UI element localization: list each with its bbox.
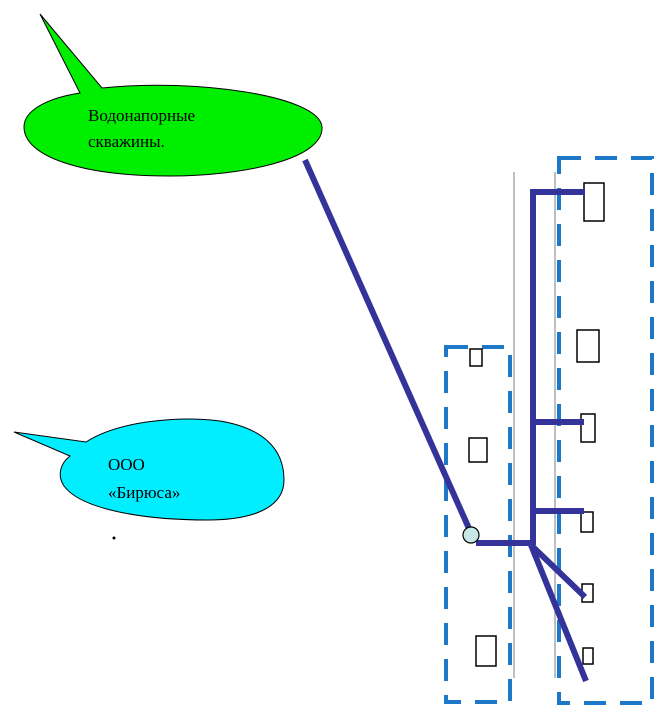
- callout-company: ООО «Бирюса»: [13, 418, 285, 521]
- callout-wells-bubble: [23, 13, 323, 177]
- house-icon: [475, 635, 497, 667]
- house-icon: [582, 647, 594, 665]
- houses-left: [468, 348, 497, 667]
- zone-left: [444, 345, 512, 704]
- houses-right: [576, 182, 605, 665]
- water-pipes: [302, 158, 589, 683]
- callout-wells-label: Водонапорные скважины.: [88, 106, 199, 151]
- zone-right: [557, 156, 654, 705]
- main-pipe: [302, 158, 474, 535]
- house-icon: [468, 437, 488, 463]
- house-icon: [583, 182, 605, 222]
- pipe-diagonal-b: [528, 543, 589, 683]
- callout-company-bubble: [13, 418, 285, 521]
- house-icon: [469, 348, 483, 367]
- house-icon: [580, 511, 594, 533]
- callout-company-label: ООО «Бирюса»: [108, 455, 180, 502]
- stray-dot: [112, 536, 116, 540]
- callout-wells: Водонапорные скважины.: [23, 13, 323, 177]
- house-icon: [576, 329, 600, 363]
- house-icon: [580, 413, 596, 443]
- junction-node: [462, 526, 480, 544]
- pipe-diagonal-a: [528, 542, 588, 600]
